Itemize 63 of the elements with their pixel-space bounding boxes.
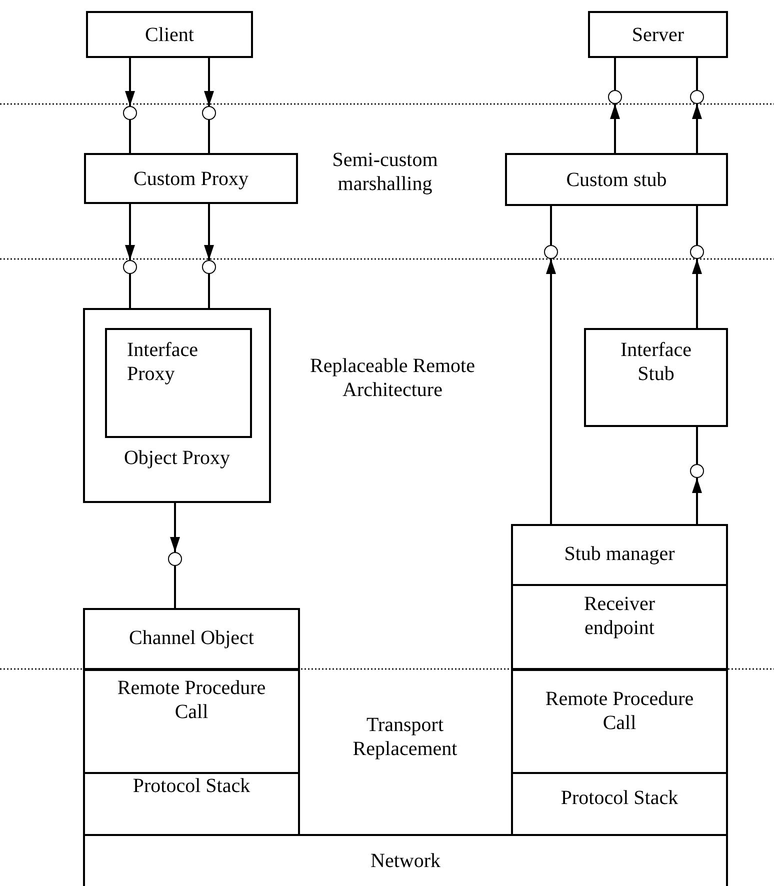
arrow (546, 259, 556, 524)
arrow (692, 259, 702, 328)
connector-line (550, 206, 552, 245)
connector-line (174, 566, 176, 608)
component-box (588, 11, 728, 58)
component-box (511, 584, 728, 670)
component-box (511, 524, 728, 586)
interface-circle (690, 245, 704, 259)
arrow (204, 58, 214, 106)
connector-line (696, 206, 698, 245)
interface-circle (123, 106, 137, 120)
box-label: Object Proxy (122, 446, 232, 470)
interface-circle (123, 260, 137, 274)
interface-circle (690, 464, 704, 478)
interface-circle (690, 90, 704, 104)
box-label: Custom Proxy (132, 167, 250, 191)
box-label: Channel Object (128, 626, 255, 650)
component-box (83, 608, 300, 670)
connector-line (129, 274, 131, 308)
connector-line (614, 58, 616, 90)
component-box (584, 328, 728, 427)
box-label: Client (144, 23, 195, 47)
component-box (83, 669, 300, 774)
arrow (125, 58, 135, 106)
arrow (204, 204, 214, 260)
box-label: Remote Procedure Call (544, 687, 695, 735)
component-box (105, 328, 252, 438)
box-label: Remote Procedure Call (116, 676, 267, 724)
connector-line (696, 58, 698, 90)
connector-line (208, 274, 210, 308)
layer-label: Replaceable Remote Architecture (309, 354, 476, 402)
component-box (84, 153, 298, 204)
arrow (692, 478, 702, 524)
box-label: Server (630, 23, 686, 47)
component-box (83, 772, 300, 836)
layer-label: Transport Replacement (352, 713, 458, 761)
box-label: Protocol Stack (560, 786, 680, 810)
interface-circle (608, 90, 622, 104)
component-box (505, 153, 728, 206)
arrow (125, 204, 135, 260)
component-box (83, 308, 271, 503)
component-box (83, 834, 728, 886)
box-label: Interface Stub (619, 338, 693, 386)
arrow (610, 104, 620, 153)
layer-label: Semi-custom marshalling (331, 148, 439, 196)
box-label: Network (370, 849, 442, 873)
component-box (511, 772, 728, 836)
box-label: Protocol Stack (132, 774, 252, 798)
interface-circle (168, 552, 182, 566)
interface-circle (202, 106, 216, 120)
box-label: Stub manager (563, 542, 676, 566)
arrow (170, 503, 180, 552)
box-label: Custom stub (565, 168, 668, 192)
box-label: Receiver endpoint (582, 592, 656, 640)
interface-circle (544, 245, 558, 259)
component-box (511, 669, 728, 774)
connector-line (208, 120, 210, 153)
component-box (86, 11, 253, 58)
connector-line (696, 427, 698, 464)
arrow (692, 104, 702, 153)
connector-line (129, 120, 131, 153)
interface-circle (202, 260, 216, 274)
box-label: Interface Proxy (127, 338, 200, 386)
